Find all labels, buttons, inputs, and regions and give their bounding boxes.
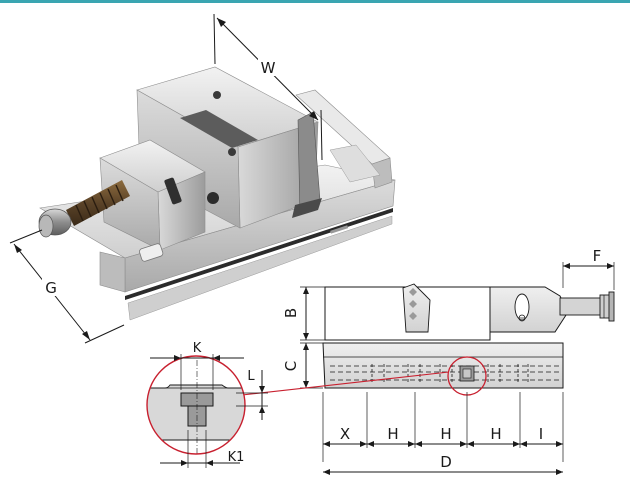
label-d: D (440, 453, 452, 471)
dimension-d: D (323, 453, 563, 475)
label-k1: K1 (228, 450, 245, 465)
detail-leader (241, 371, 450, 396)
vise-photo (38, 66, 396, 321)
label-x: X (340, 425, 350, 443)
side-view (322, 283, 615, 462)
dimension-f: F (562, 247, 615, 290)
dimension-chain: X H H H I (323, 425, 563, 447)
top-rule (0, 0, 630, 3)
dimension-b: B (282, 286, 325, 341)
label-b: B (282, 308, 300, 318)
label-h-2: H (440, 425, 451, 443)
label-i: I (539, 425, 543, 443)
dimension-w: W (213, 13, 323, 161)
label-k: K (193, 341, 202, 356)
dimension-g: G (9, 229, 125, 344)
label-g: G (45, 279, 57, 297)
dimension-c: C (282, 342, 323, 389)
label-w: W (261, 59, 276, 77)
label-f: F (593, 247, 602, 265)
label-h-3: H (490, 425, 501, 443)
label-h-1: H (387, 425, 398, 443)
label-c: C (282, 361, 300, 371)
label-l: L (247, 369, 255, 384)
key-detail: K L K1 (146, 341, 268, 468)
